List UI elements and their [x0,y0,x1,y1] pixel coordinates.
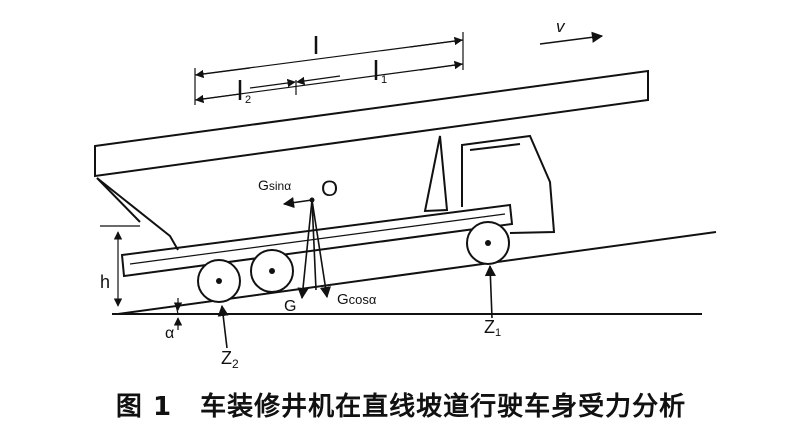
label-z2: Z2 [221,348,239,371]
rear-frame [96,177,179,251]
label-velocity: v [556,17,566,36]
force-diagram: v O Gsinα G Gcosα 2 1 h α Z2 Z1 [94,17,717,371]
z2-arrow [217,304,229,349]
label-gravity: G [284,298,296,315]
z1-arrow [484,264,496,319]
label-g-sin: Gsinα [258,177,291,193]
label-g-cos: Gcosα [337,291,377,308]
figure-caption: 图 1 车装修井机在直线坡道行驶车身受力分析 [0,386,802,426]
mast-support [423,135,449,213]
label-l2-subscript: 2 [245,94,251,106]
center-of-gravity-point [309,197,315,203]
gravity-arrow [297,199,313,300]
label-center-of-gravity: O [321,176,338,201]
g-sin-arrow [282,197,313,209]
label-l1-subscript: 1 [381,74,387,86]
g-cos-arrow [311,199,331,299]
label-z1: Z1 [484,317,501,339]
label-angle: α [165,325,174,342]
truck-cab [461,134,556,234]
chassis [120,203,514,278]
label-height: h [100,272,110,292]
derrick-boom [94,69,649,178]
figure-title: 车装修井机在直线坡道行驶车身受力分析 [200,392,687,422]
figure-number: 图 1 [115,392,173,422]
velocity-arrow [539,31,604,45]
